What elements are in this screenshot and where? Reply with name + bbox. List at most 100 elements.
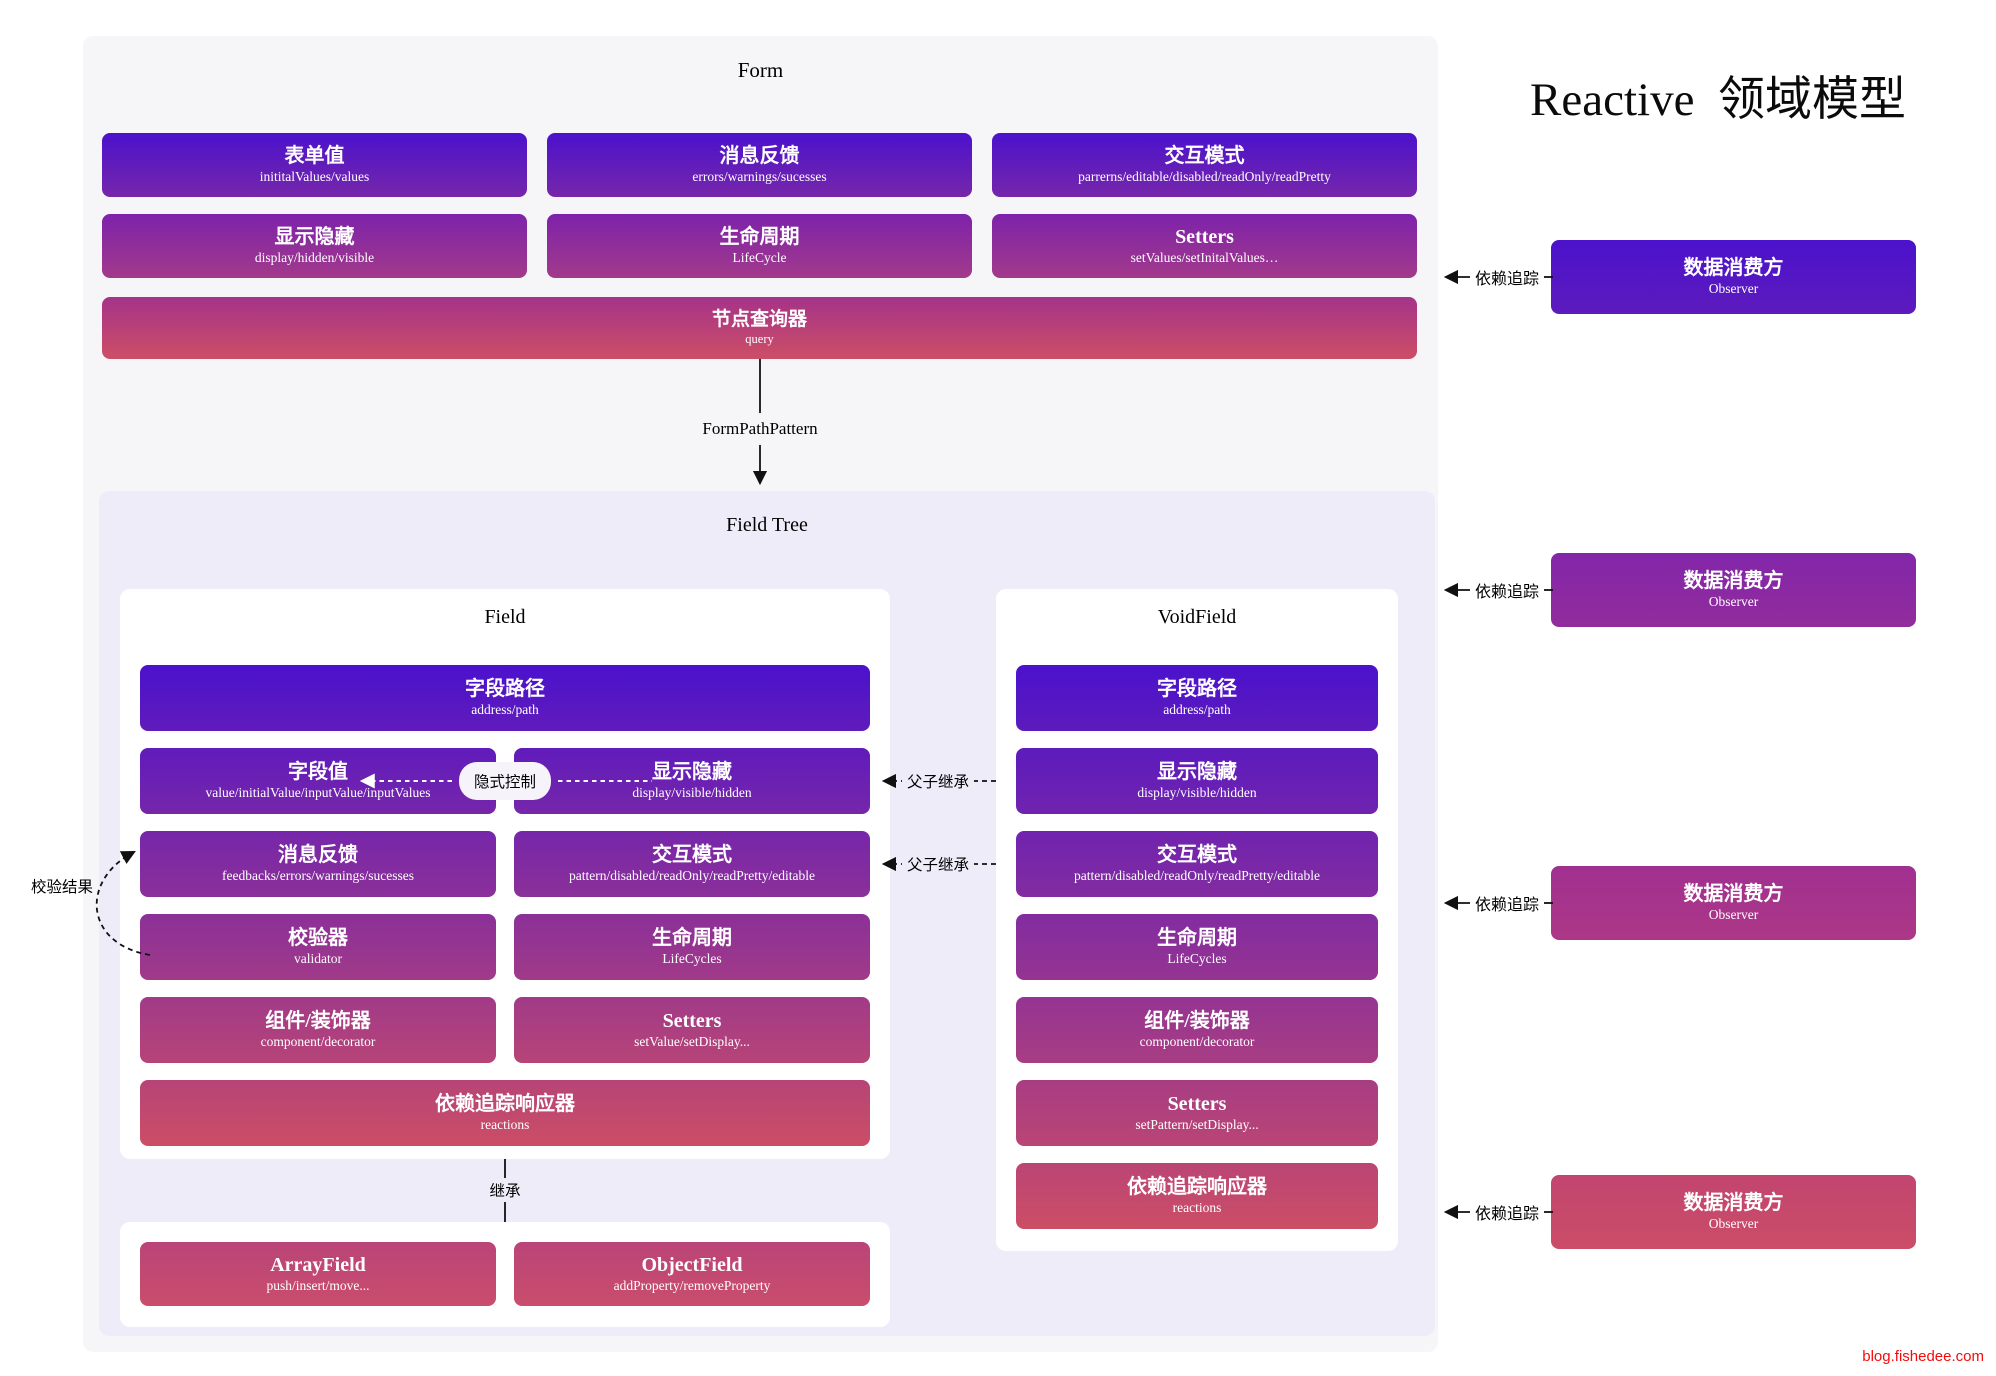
field-tree-title: Field Tree — [726, 514, 808, 536]
node-field-value: 字段值 value/initialValue/inputValue/inputV… — [140, 748, 496, 814]
field-title: Field — [484, 606, 526, 628]
node-subtitle: feedbacks/errors/warnings/sucesses — [222, 868, 414, 884]
form-title: Form — [737, 58, 784, 82]
node-subtitle: LifeCycles — [662, 951, 722, 967]
node-form-pattern: 交互模式 parrerns/editable/disabled/readOnly… — [992, 133, 1417, 197]
node-form-query: 节点查询器 query — [102, 297, 1417, 359]
node-title: 生命周期 — [652, 927, 732, 950]
node-title: 字段值 — [288, 761, 348, 784]
node-field-reactions: 依赖追踪响应器 reactions — [140, 1080, 870, 1146]
node-subtitle: Observer — [1708, 594, 1759, 610]
node-title: 数据消费方 — [1683, 1192, 1784, 1215]
node-subtitle: value/initialValue/inputValue/inputValue… — [205, 785, 431, 801]
node-void-pattern: 交互模式 pattern/disabled/readOnly/readPrett… — [1016, 831, 1378, 897]
node-subtitle: setPattern/setDisplay... — [1135, 1117, 1259, 1133]
node-field-setters: Setters setValue/setDisplay... — [514, 997, 870, 1063]
label-validate-result: 校验结果 — [30, 879, 94, 896]
label-dependency-track-4: 依赖追踪 — [1474, 1206, 1540, 1223]
node-subtitle: validator — [294, 951, 342, 967]
node-subtitle: addProperty/removeProperty — [613, 1278, 771, 1294]
node-title: 数据消费方 — [1683, 883, 1784, 906]
node-form-values: 表单值 inititalValues/values — [102, 133, 527, 197]
node-title: 显示隐藏 — [274, 226, 355, 249]
observer-box-2: 数据消费方 Observer — [1551, 553, 1916, 627]
node-title: 消息反馈 — [719, 145, 800, 168]
node-subtitle: inititalValues/values — [259, 169, 370, 185]
node-arrayfield: ArrayField push/insert/move... — [140, 1242, 496, 1306]
node-form-feedback: 消息反馈 errors/warnings/sucesses — [547, 133, 972, 197]
observer-box-3: 数据消费方 Observer — [1551, 866, 1916, 940]
node-title: 表单值 — [284, 145, 345, 168]
node-title: 生命周期 — [1157, 927, 1237, 950]
node-title: 组件/装饰器 — [1144, 1010, 1250, 1033]
label-parent-child-1: 父子继承 — [901, 769, 975, 793]
node-objectfield: ObjectField addProperty/removeProperty — [514, 1242, 870, 1306]
node-title: 显示隐藏 — [652, 761, 732, 784]
node-field-pattern: 交互模式 pattern/disabled/readOnly/readPrett… — [514, 831, 870, 897]
node-field-lifecycle: 生命周期 LifeCycles — [514, 914, 870, 980]
label-formpathpattern: FormPathPattern — [702, 419, 818, 438]
node-subtitle: address/path — [1163, 702, 1231, 718]
node-field-path: 字段路径 address/path — [140, 665, 870, 731]
node-subtitle: reactions — [480, 1117, 530, 1133]
node-subtitle: component/decorator — [260, 1034, 376, 1050]
node-title: 数据消费方 — [1683, 257, 1784, 280]
label-inherit: 继承 — [484, 1178, 526, 1202]
node-title: Setters — [1175, 226, 1234, 249]
observer-box-4: 数据消费方 Observer — [1551, 1175, 1916, 1249]
node-subtitle: address/path — [471, 702, 539, 718]
node-title: 交互模式 — [652, 844, 732, 867]
node-field-component: 组件/装饰器 component/decorator — [140, 997, 496, 1063]
node-subtitle: display/hidden/visible — [254, 250, 375, 266]
node-title: 字段路径 — [1157, 678, 1237, 701]
node-subtitle: LifeCycles — [1167, 951, 1227, 967]
node-subtitle: display/visible/hidden — [1137, 785, 1257, 801]
node-void-path: 字段路径 address/path — [1016, 665, 1378, 731]
node-title: 数据消费方 — [1683, 570, 1784, 593]
node-title: 显示隐藏 — [1157, 761, 1237, 784]
node-subtitle: setValue/setDisplay... — [634, 1034, 750, 1050]
node-subtitle: parrerns/editable/disabled/readOnly/read… — [1078, 169, 1331, 185]
node-subtitle: component/decorator — [1139, 1034, 1255, 1050]
label-implicit-control: 隐式控制 — [458, 762, 552, 800]
node-void-setters: Setters setPattern/setDisplay... — [1016, 1080, 1378, 1146]
node-form-setters: Setters setValues/setInitalValues… — [992, 214, 1417, 278]
watermark: blog.fishedee.com — [1862, 1348, 1984, 1365]
node-title: 组件/装饰器 — [265, 1010, 371, 1033]
node-subtitle: query — [745, 332, 774, 347]
node-title: 依赖追踪响应器 — [1127, 1176, 1267, 1199]
node-form-lifecycle: 生命周期 LifeCycle — [547, 214, 972, 278]
node-void-reactions: 依赖追踪响应器 reactions — [1016, 1163, 1378, 1229]
node-field-display: 显示隐藏 display/visible/hidden — [514, 748, 870, 814]
node-subtitle: Observer — [1708, 1216, 1759, 1232]
node-subtitle: pattern/disabled/readOnly/readPretty/edi… — [1074, 868, 1320, 884]
node-subtitle: setValues/setInitalValues… — [1130, 250, 1279, 266]
node-title: 依赖追踪响应器 — [435, 1093, 575, 1116]
node-void-display: 显示隐藏 display/visible/hidden — [1016, 748, 1378, 814]
node-subtitle: reactions — [1172, 1200, 1222, 1216]
node-subtitle: pattern/disabled/readOnly/readPretty/edi… — [569, 868, 815, 884]
node-subtitle: LifeCycle — [732, 250, 787, 266]
node-title: ObjectField — [641, 1254, 743, 1277]
label-dependency-track-1: 依赖追踪 — [1474, 271, 1540, 288]
node-subtitle: errors/warnings/sucesses — [692, 169, 827, 185]
node-subtitle: push/insert/move... — [266, 1278, 370, 1294]
node-field-validator: 校验器 validator — [140, 914, 496, 980]
node-field-feedback: 消息反馈 feedbacks/errors/warnings/sucesses — [140, 831, 496, 897]
voidfield-title: VoidField — [1157, 606, 1237, 628]
node-subtitle: Observer — [1708, 281, 1759, 297]
node-title: Setters — [662, 1010, 722, 1033]
node-title: 生命周期 — [719, 226, 800, 249]
node-title: 字段路径 — [465, 678, 545, 701]
page-title: Reactive 领域模型 — [1530, 74, 1906, 126]
node-title: 校验器 — [288, 927, 348, 950]
node-form-display: 显示隐藏 display/hidden/visible — [102, 214, 527, 278]
node-subtitle: Observer — [1708, 907, 1759, 923]
node-title: Setters — [1167, 1093, 1227, 1116]
node-void-component: 组件/装饰器 component/decorator — [1016, 997, 1378, 1063]
node-title: 消息反馈 — [278, 844, 358, 867]
node-void-lifecycle: 生命周期 LifeCycles — [1016, 914, 1378, 980]
observer-box-1: 数据消费方 Observer — [1551, 240, 1916, 314]
node-title: 交互模式 — [1157, 844, 1237, 867]
